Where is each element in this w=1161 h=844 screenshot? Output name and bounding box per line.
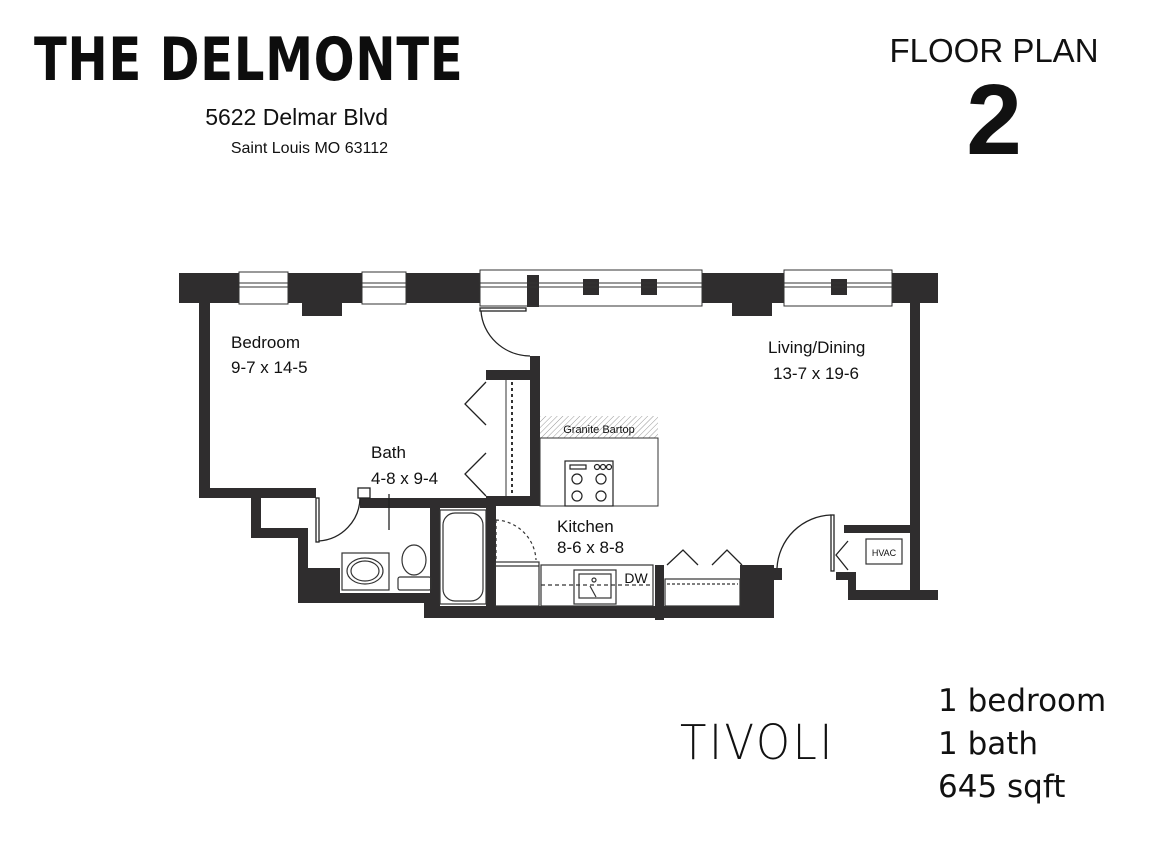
unit-bedrooms: 1 bedroom	[938, 683, 1107, 719]
bathtub-icon	[439, 509, 487, 605]
hvac-unit: HVAC	[865, 538, 903, 565]
unit-baths: 1 bath	[938, 726, 1039, 762]
room-living-dimensions: 13-7 x 19-6	[773, 364, 859, 383]
room-kitchen-name: Kitchen	[557, 517, 614, 536]
stove-icon	[564, 460, 614, 507]
dishwasher-label: DW	[624, 570, 648, 586]
doors	[315, 307, 849, 572]
unit-area: 645 sqft	[938, 769, 1066, 805]
room-kitchen-dimensions: 8-6 x 8-8	[557, 538, 624, 557]
room-bedroom-dimensions: 9-7 x 14-5	[231, 358, 308, 377]
address-street: 5622 Delmar Blvd	[205, 104, 388, 130]
exterior-walls	[179, 273, 938, 620]
floor-plan-number: 2	[966, 64, 1022, 176]
floor-plan-label: FLOOR PLAN	[889, 32, 1099, 69]
sink-vanity-icon	[341, 552, 390, 591]
room-bath-dimensions: 4-8 x 9-4	[371, 469, 438, 488]
address-city: Saint Louis MO 63112	[230, 140, 388, 157]
room-bedroom-name: Bedroom	[231, 333, 300, 352]
unit-name: TIVOLI	[680, 715, 835, 771]
room-living-name: Living/Dining	[768, 338, 865, 357]
windows	[238, 269, 893, 307]
building-name: THE DELMONTE	[34, 25, 464, 95]
room-labels: Bedroom 9-7 x 14-5 Living/Dining 13-7 x …	[231, 333, 865, 557]
kitchen-counter: DW	[494, 519, 741, 607]
bartop-label: Granite Bartop	[563, 424, 635, 436]
room-bath-name: Bath	[371, 443, 406, 462]
toilet-icon	[397, 544, 432, 591]
hvac-label: HVAC	[872, 548, 897, 558]
closet-shelf	[505, 380, 513, 496]
kitchen-island: Granite Bartop	[539, 416, 659, 507]
